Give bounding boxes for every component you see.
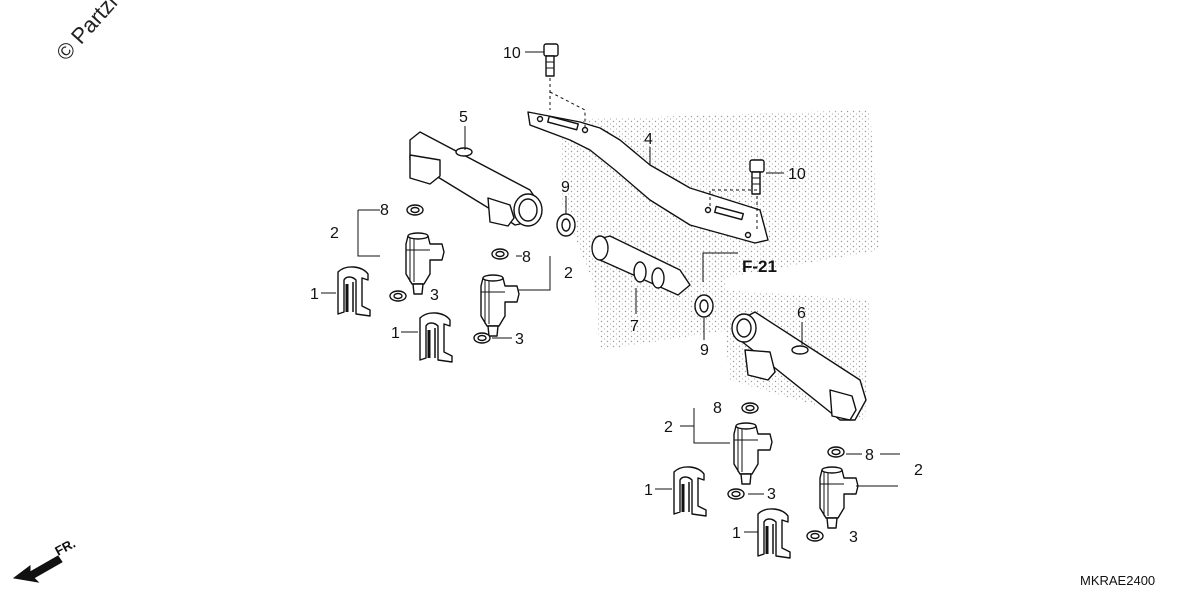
clip-1-d [756,507,792,560]
callout-8-c: 8 [713,400,722,417]
callout-9-upper: 9 [561,179,570,196]
callout-1-a: 1 [310,286,319,303]
callout-1-c: 1 [644,482,653,499]
callout-3-c: 3 [767,486,776,503]
callout-3-a: 3 [430,287,439,304]
callout-2-a: 2 [330,225,339,242]
callout-7: 7 [630,318,639,335]
o-ring-8-a [406,204,424,216]
callout-10-upper: 10 [503,45,521,62]
bolt-10-right [749,159,765,195]
callout-9-lower: 9 [700,342,709,359]
callout-3-d: 3 [849,529,858,546]
o-ring-3-b [473,332,491,344]
o-ring-9-upper [556,213,576,237]
o-ring-3-a [389,290,407,302]
callout-8-b: 8 [522,249,531,266]
callout-10-right: 10 [788,166,806,183]
front-arrow-icon [12,555,63,583]
watermark: © Partzi [51,0,122,65]
clip-1-c [672,465,708,518]
injector-c [733,422,773,485]
callout-6: 6 [797,305,806,322]
fuel-rail-6 [731,311,867,421]
o-ring-8-c [741,402,759,414]
o-ring-8-b [491,248,509,260]
clip-1-a [336,265,372,318]
fuel-rail-5 [409,131,543,227]
diagram-code: MKRAE2400 [1080,573,1155,588]
callout-8-d: 8 [865,447,874,464]
callout-1-b: 1 [391,325,400,342]
callout-2-b: 2 [564,265,573,282]
callout-1-d: 1 [732,525,741,542]
bolt-10-upper [543,43,559,77]
front-arrow-label: FR. [52,536,78,559]
callout-5: 5 [459,109,468,126]
o-ring-3-d [806,530,824,542]
clip-1-b [418,311,454,364]
joint-pipe-7 [591,235,691,296]
callout-4: 4 [644,131,653,148]
leader-lines [321,51,900,533]
o-ring-8-d [827,446,845,458]
bracket-4 [527,111,769,244]
injector-b [480,274,520,337]
callout-8-a: 8 [380,202,389,219]
callout-3-b: 3 [515,331,524,348]
o-ring-3-c [727,488,745,500]
reference-f21: F-21 [742,257,777,276]
callout-2-c: 2 [664,419,673,436]
callout-2-d: 2 [914,462,923,479]
o-ring-9-lower [694,294,714,318]
injector-a [405,232,445,295]
injector-d [819,466,859,529]
